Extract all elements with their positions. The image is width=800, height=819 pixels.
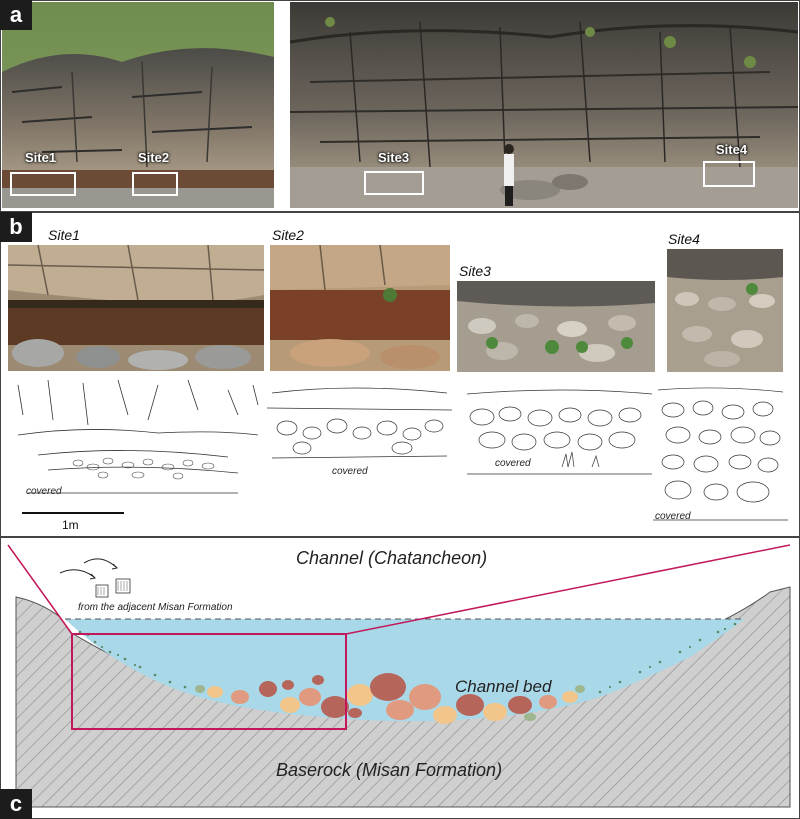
site2-covered-label: covered (332, 466, 368, 477)
site1-title: Site1 (48, 227, 80, 243)
site1-sketch (17, 379, 259, 494)
baserock-label: Baserock (Misan Formation) (276, 760, 503, 780)
site3-covered-label: covered (495, 458, 531, 469)
projection-line-right (345, 544, 791, 635)
scale-bar-label: 1m (62, 518, 79, 532)
panel-b-letter: b (0, 212, 32, 242)
site4-title: Site4 (668, 231, 700, 247)
channel-label: Channel (Chatancheon) (296, 548, 488, 568)
channel-cross-section (7, 544, 791, 808)
site1-covered-label: covered (26, 486, 62, 497)
site4-covered-label: covered (655, 511, 691, 522)
panel-a-photo-right (290, 2, 798, 208)
transport-arrow-2 (83, 558, 117, 568)
site3-photo (457, 281, 655, 372)
site3-title: Site3 (459, 263, 491, 279)
projection-line-left (7, 544, 73, 635)
site2-photo-label: Site2 (138, 150, 170, 165)
site3-sketch (466, 389, 653, 475)
site4-photo (667, 249, 783, 372)
site3-photo-label: Site3 (378, 150, 410, 165)
transport-arrow-1 (59, 569, 95, 578)
site-highlight-box (71, 633, 347, 730)
site1-marker (10, 172, 76, 196)
channel-bed-label: Channel bed (455, 677, 552, 696)
site2-marker (132, 172, 178, 196)
site1-photo (8, 245, 264, 371)
site3-marker (364, 171, 424, 195)
site4-marker (703, 161, 755, 187)
panel-a-letter: a (0, 0, 32, 30)
source-label: from the adjacent Misan Formation (78, 602, 233, 613)
site4-sketch (653, 387, 788, 521)
site2-title: Site2 (272, 227, 304, 243)
site1-photo-label: Site1 (25, 150, 57, 165)
scale-bar (22, 512, 124, 514)
site4-photo-label: Site4 (716, 142, 748, 157)
site2-photo (270, 245, 450, 371)
panel-c-letter: c (0, 789, 32, 819)
site2-sketch (266, 387, 453, 459)
falling-blocks-icon (95, 578, 131, 598)
